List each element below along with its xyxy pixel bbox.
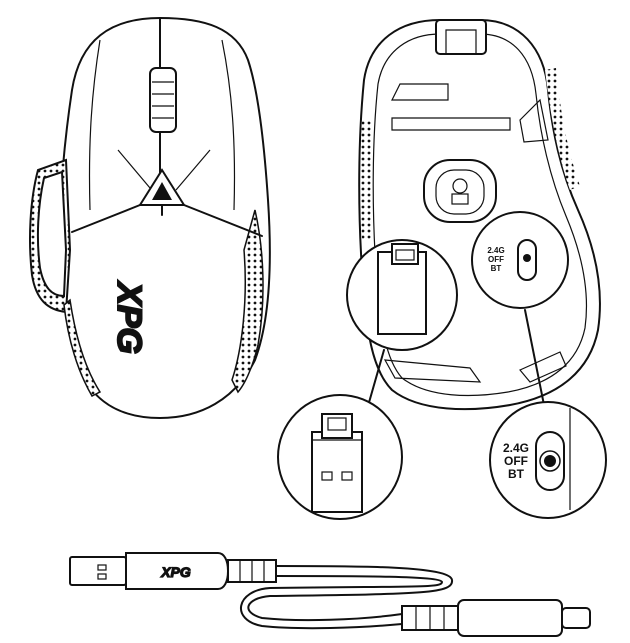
switch-zoom-label-bt: BT (508, 467, 525, 481)
usb-cable: XPG (69, 552, 591, 637)
brand-logo: XPG (110, 280, 148, 354)
cable-brand-logo: XPG (160, 564, 191, 580)
switch-zoom-label-24g: 2.4G (503, 441, 529, 455)
switch-label-24g: 2.4G (487, 246, 504, 255)
switch-label-bt: BT (491, 264, 502, 273)
mouse-bottom-view: 2.4G OFF BT (346, 19, 601, 411)
switch-zoom-label-off: OFF (504, 454, 528, 468)
switch-label-off: OFF (488, 255, 504, 264)
usb-receiver-zoom (277, 394, 403, 520)
mouse-top-view: XPG (29, 17, 271, 419)
mode-switch-zoom: 2.4G OFF BT (489, 401, 607, 519)
